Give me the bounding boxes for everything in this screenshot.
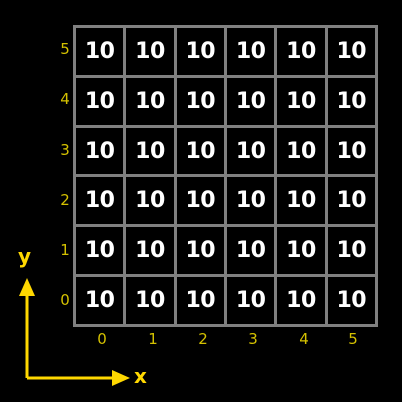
grid-cell: 10	[76, 28, 124, 75]
grid-cell: 10	[126, 177, 174, 225]
y-axis-arrowhead	[19, 278, 35, 296]
y-tick-label: 5	[60, 40, 70, 58]
grid-cell: 10	[277, 227, 325, 275]
grid-cell: 10	[76, 77, 124, 125]
grid-cell: 10	[176, 227, 224, 275]
grid-cell: 10	[76, 277, 124, 324]
grid-cell: 10	[126, 227, 174, 275]
x-axis-label: x	[134, 364, 147, 388]
grid-cell: 10	[126, 277, 174, 324]
grid-cell: 10	[277, 277, 325, 324]
y-axis-label: y	[18, 244, 32, 268]
x-tick-label: 3	[248, 330, 258, 348]
x-tick-label: 4	[299, 330, 309, 348]
grid-cell: 10	[176, 177, 224, 225]
grid-cell: 10	[327, 28, 375, 75]
grid-cell: 10	[327, 127, 375, 175]
grid-cell: 10	[176, 28, 224, 75]
y-tick-label: 1	[60, 241, 70, 259]
y-tick-label: 2	[60, 191, 70, 209]
y-tick-label: 4	[60, 90, 70, 108]
x-tick-label: 5	[348, 330, 358, 348]
grid-cell: 10	[277, 127, 325, 175]
x-tick-label: 1	[148, 330, 158, 348]
x-tick-label: 2	[198, 330, 208, 348]
grid-cell: 10	[226, 28, 275, 75]
grid-cell: 10	[277, 77, 325, 125]
x-axis-arrowhead	[112, 370, 130, 386]
grid-cell: 10	[327, 227, 375, 275]
grid-cell: 10	[277, 28, 325, 75]
grid-cell: 10	[226, 277, 275, 324]
grid-cell: 10	[226, 127, 275, 175]
grid-cell: 10	[226, 77, 275, 125]
grid-cell: 10	[76, 227, 124, 275]
grid-cell: 10	[176, 127, 224, 175]
grid-cell: 10	[126, 127, 174, 175]
x-tick-label: 0	[97, 330, 107, 348]
grid-cell: 10	[327, 277, 375, 324]
grid-cell: 10	[176, 77, 224, 125]
value-grid: 10 10 10 10 10 10 10 10 10 10 10 10 10 1…	[73, 25, 378, 327]
grid-cell: 10	[226, 227, 275, 275]
grid-cell: 10	[126, 28, 174, 75]
grid-cell: 10	[226, 177, 275, 225]
grid-cell: 10	[76, 127, 124, 175]
grid-cell: 10	[327, 177, 375, 225]
y-tick-label: 3	[60, 141, 70, 159]
grid-cell: 10	[327, 77, 375, 125]
grid-cell: 10	[277, 177, 325, 225]
grid-cell: 10	[176, 277, 224, 324]
grid-cell: 10	[76, 177, 124, 225]
grid-cell: 10	[126, 77, 174, 125]
y-tick-label: 0	[60, 291, 70, 309]
